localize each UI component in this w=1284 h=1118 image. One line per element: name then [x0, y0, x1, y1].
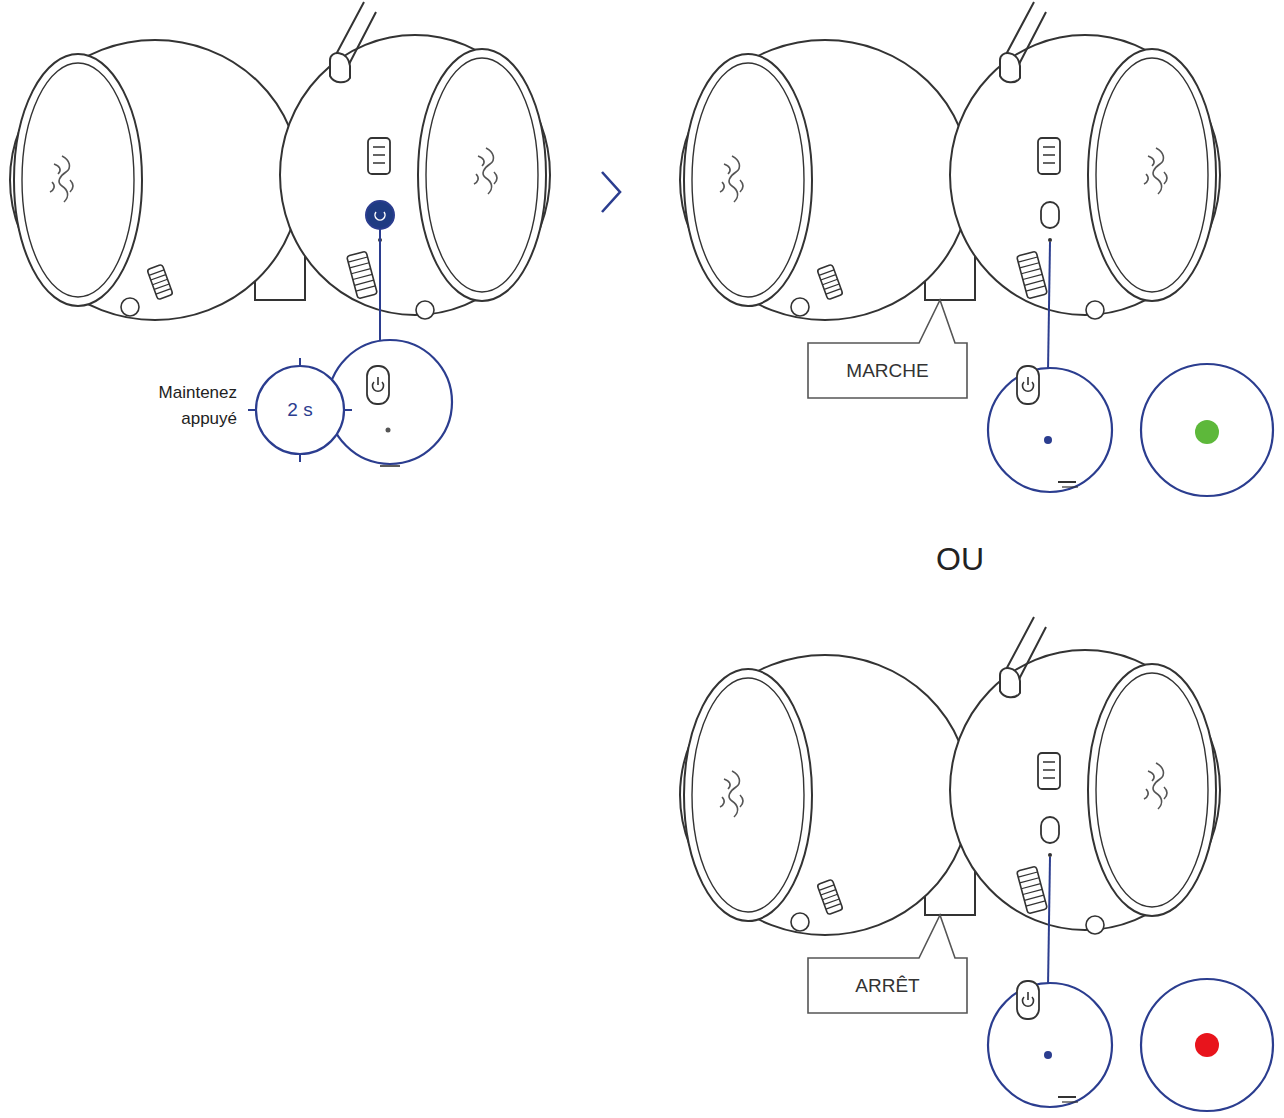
- node-text: ARRÊT: [855, 975, 919, 997]
- callout-box: ARRÊT: [807, 957, 968, 1014]
- node-text: MARCHE: [846, 360, 928, 382]
- node-text: 2 s: [287, 399, 312, 421]
- instruction-label: Maintenez appuyé: [117, 380, 237, 431]
- or-label: OU: [900, 540, 1020, 578]
- callout-box: MARCHE: [807, 342, 968, 399]
- timer-circle: 2 s: [255, 365, 345, 455]
